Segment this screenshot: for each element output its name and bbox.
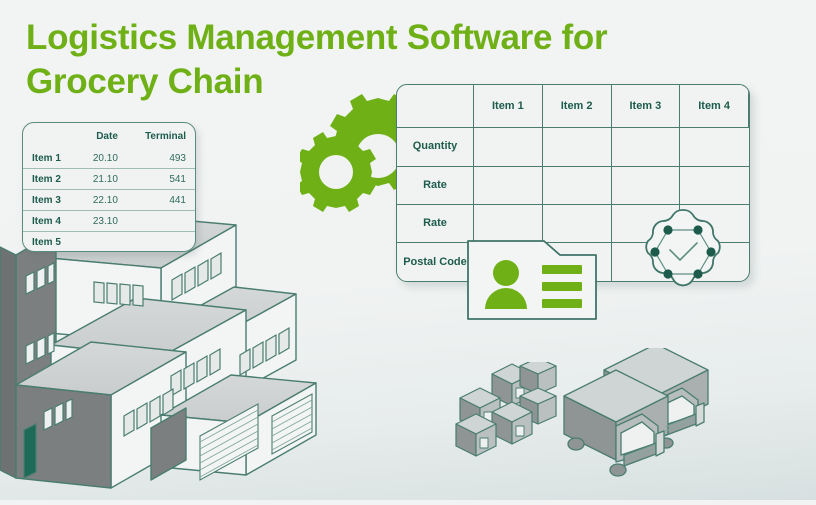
page-title: Logistics Management Software for Grocer… <box>26 18 608 101</box>
delivery-trucks-illustration <box>556 343 796 500</box>
grid-corner-cell <box>397 85 474 129</box>
shipment-schedule-card: Date Terminal Item 1 20.10 493 Item 2 21… <box>22 122 196 252</box>
table-row: Item 2 21.10 541 <box>23 168 195 190</box>
table-row: Item 3 22.10 441 <box>23 189 195 211</box>
row-header-quantity: Quantity <box>397 127 474 167</box>
grid-cell[interactable] <box>610 127 680 167</box>
col-header-item-4: Item 4 <box>679 85 749 129</box>
row-terminal: 493 <box>126 148 195 169</box>
table-header-row: Item 1 Item 2 Item 3 Item 4 <box>397 85 749 129</box>
row-terminal: 541 <box>126 168 195 190</box>
table-row: Item 4 23.10 <box>23 210 195 232</box>
table-row: Item 5 <box>23 232 195 252</box>
table-header-row: Date Terminal <box>23 123 195 148</box>
row-date: 20.10 <box>77 148 127 169</box>
grid-cell[interactable] <box>473 127 543 167</box>
row-label: Item 1 <box>23 148 78 169</box>
row-date <box>77 232 127 252</box>
grid-cell[interactable] <box>473 165 543 205</box>
row-date: 22.10 <box>77 189 127 211</box>
col-header-date: Date <box>96 131 118 142</box>
verified-hexagon-badge-icon <box>637 206 729 298</box>
grid-cell[interactable] <box>541 165 611 205</box>
col-header-item-3: Item 3 <box>610 85 681 129</box>
table-row: Rate <box>397 165 749 205</box>
row-header-rate-1: Rate <box>397 165 474 205</box>
row-header-rate-2: Rate <box>397 203 474 244</box>
col-header-label <box>23 123 77 148</box>
col-header-terminal: Terminal <box>145 131 186 142</box>
row-terminal <box>127 232 195 252</box>
grid-cell[interactable] <box>679 127 749 167</box>
row-header-postal-code: Postal Code <box>397 242 474 281</box>
col-header-item-2: Item 2 <box>541 85 612 129</box>
table-row: Quantity <box>397 127 749 167</box>
row-terminal <box>126 210 195 232</box>
row-label: Item 4 <box>23 210 78 232</box>
stacked-boxes-illustration <box>450 357 575 477</box>
table-row: Item 1 20.10 493 <box>23 148 195 169</box>
grid-cell[interactable] <box>473 203 543 244</box>
col-header-item-1: Item 1 <box>473 85 543 129</box>
id-card-icon <box>466 239 598 321</box>
shipment-schedule-table: Date Terminal Item 1 20.10 493 Item 2 21… <box>23 123 195 252</box>
row-label: Item 5 <box>32 236 61 248</box>
row-date: 23.10 <box>77 210 127 232</box>
row-label: Item 3 <box>23 189 78 211</box>
row-date: 21.10 <box>77 168 127 190</box>
grid-cell[interactable] <box>679 165 749 205</box>
grid-cell[interactable] <box>541 127 611 167</box>
row-terminal: 441 <box>126 189 195 211</box>
grid-cell[interactable] <box>610 165 680 205</box>
grid-cell[interactable] <box>541 203 611 244</box>
row-label: Item 2 <box>23 168 78 190</box>
